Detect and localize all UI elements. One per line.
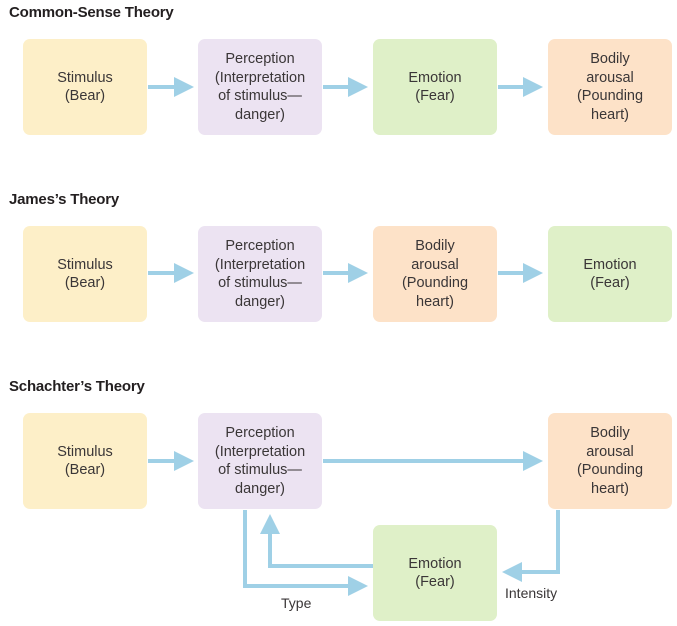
cs-arousal-label: Bodily arousal (Pounding heart) [576,51,644,123]
j-emotion-box: Emotion (Fear) [548,226,672,322]
cs-perception-box: Perception (Interpretation of stimulus— … [198,39,322,135]
s-arousal-label: Bodily arousal (Pounding heart) [576,425,644,497]
s-stimulus-label: Stimulus (Bear) [57,443,113,479]
j-emotion-label: Emotion (Fear) [583,256,637,292]
intensity-label: Intensity [505,585,558,601]
cs-stimulus-label: Stimulus (Bear) [57,69,113,105]
cs-arousal-box: Bodily arousal (Pounding heart) [548,39,672,135]
j-arousal-label: Bodily arousal (Pounding heart) [401,238,469,310]
cs-stimulus-box: Stimulus (Bear) [23,39,147,135]
arrow-type [243,510,368,596]
arrow-feedback [260,514,373,568]
s-arousal-box: Bodily arousal (Pounding heart) [548,413,672,509]
section-title-james: James’s Theory [9,191,120,208]
j-arousal-box: Bodily arousal (Pounding heart) [373,226,497,322]
j-stimulus-box: Stimulus (Bear) [23,226,147,322]
s-emotion-box: Emotion (Fear) [373,525,497,621]
j-perception-box: Perception (Interpretation of stimulus— … [198,226,322,322]
cs-emotion-box: Emotion (Fear) [373,39,497,135]
arrow-intensity [502,510,560,582]
section-title-common-sense: Common-Sense Theory [9,4,174,21]
j-stimulus-label: Stimulus (Bear) [57,256,113,292]
section-title-schachter: Schachter’s Theory [9,378,145,395]
s-emotion-label: Emotion (Fear) [408,555,462,591]
cs-perception-label: Perception (Interpretation of stimulus— … [214,51,306,123]
s-stimulus-box: Stimulus (Bear) [23,413,147,509]
j-perception-label: Perception (Interpretation of stimulus— … [214,238,306,310]
cs-emotion-label: Emotion (Fear) [408,69,462,105]
s-perception-box: Perception (Interpretation of stimulus— … [198,413,322,509]
s-perception-label: Perception (Interpretation of stimulus— … [214,425,306,497]
type-label: Type [281,595,312,611]
